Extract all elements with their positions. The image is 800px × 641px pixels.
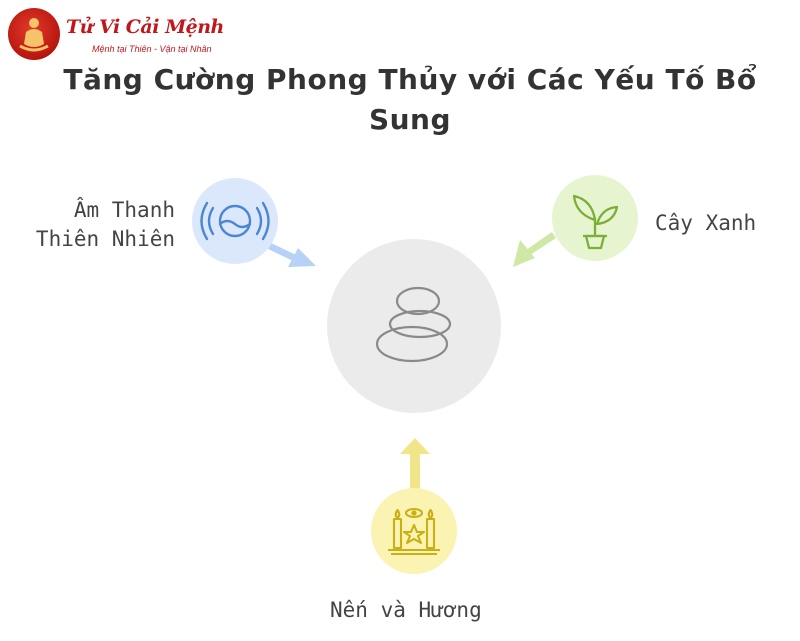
- label-nature-sound-line-1: Âm Thanh: [73, 198, 175, 222]
- buddha-logo-icon: [8, 8, 60, 60]
- label-nature-sound-line-2: Thiên Nhiên: [35, 227, 175, 251]
- logo-tagline: Mệnh tại Thiên - Vận tại Nhân: [92, 44, 212, 54]
- node-nature-sound: [192, 178, 278, 264]
- page-title: Tăng Cường Phong Thủy với Các Yếu Tố Bổ …: [63, 63, 757, 136]
- label-candles-incense: Nến và Hương: [330, 598, 482, 622]
- candle-altar-icon: [388, 507, 440, 556]
- arrow-left-to-center: [268, 243, 316, 267]
- label-nature-sound: Âm Thanh Thiên Nhiên: [36, 196, 175, 254]
- label-green-plant: Cây Xanh: [655, 211, 757, 235]
- plant-pot-icon: [572, 194, 619, 250]
- arrow-right-to-center: [513, 232, 556, 267]
- stacked-stones-icon: [375, 286, 452, 363]
- site-logo[interactable]: Tử Vi Cải Mệnh Mệnh tại Thiên - Vận tại …: [8, 6, 224, 62]
- arrow-bottom-to-center: [400, 438, 430, 498]
- water-sound-icon: [200, 201, 270, 241]
- logo-brand-name: Tử Vi Cải Mệnh: [66, 16, 224, 38]
- node-candles-incense: [371, 488, 457, 574]
